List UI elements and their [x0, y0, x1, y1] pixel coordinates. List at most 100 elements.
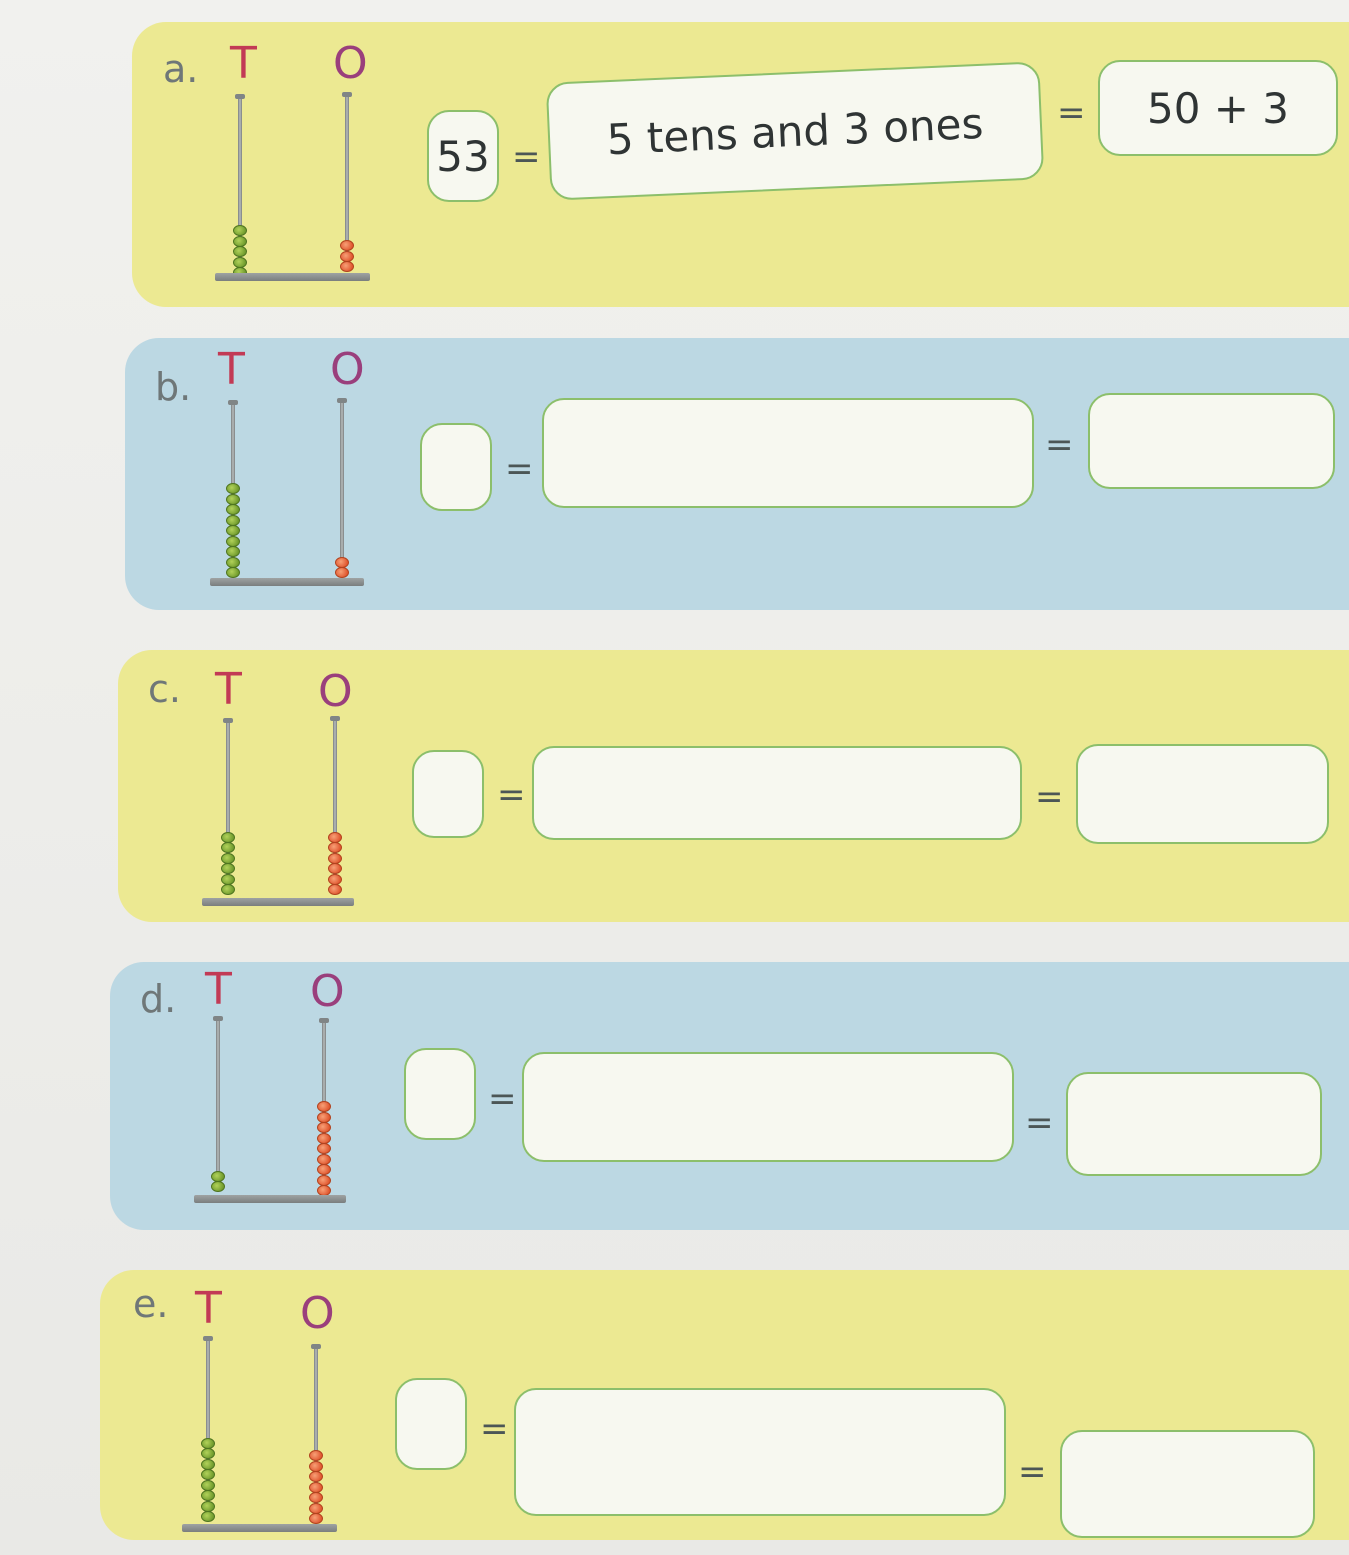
tens-bead — [211, 1170, 225, 1182]
tens-bead — [201, 1437, 215, 1449]
tens-and-ones-answer-box[interactable] — [542, 398, 1034, 508]
tens-rod-cap — [235, 94, 245, 99]
tens-bead — [201, 1469, 215, 1480]
ones-column-header: O — [310, 966, 345, 1017]
tens-and-ones-answer-box[interactable] — [522, 1052, 1014, 1162]
tens-bead — [221, 852, 235, 864]
tens-bead — [226, 525, 240, 536]
ones-bead — [340, 240, 354, 251]
equals-sign: = — [505, 449, 534, 489]
tens-and-ones-answer-box[interactable]: 5 tens and 3 ones — [545, 61, 1045, 201]
ones-rod-cap — [319, 1018, 329, 1023]
ones-bead — [309, 1471, 323, 1482]
abacus-base — [215, 273, 370, 281]
tens-bead — [226, 546, 240, 557]
ones-bead — [317, 1111, 331, 1123]
ones-bead — [317, 1153, 331, 1165]
ones-rod — [333, 718, 337, 895]
ones-bead — [309, 1450, 323, 1461]
ones-bead — [309, 1460, 323, 1472]
tens-bead — [226, 567, 240, 578]
problem-label: c. — [148, 667, 181, 711]
equals-sign: = — [1018, 1452, 1047, 1492]
tens-column-header: T — [230, 38, 257, 89]
tens-rod — [238, 96, 242, 278]
ones-bead — [340, 261, 354, 272]
ones-bead — [309, 1492, 323, 1503]
ones-bead — [317, 1122, 331, 1133]
number-answer-box[interactable] — [420, 423, 492, 511]
ones-bead — [328, 842, 342, 853]
expanded-form-answer-box[interactable] — [1076, 744, 1329, 844]
tens-bead — [233, 225, 247, 236]
ones-column-header: O — [330, 344, 365, 395]
ones-rod — [340, 400, 344, 578]
ones-bead — [328, 873, 342, 885]
equals-sign: = — [1045, 425, 1074, 465]
tens-rod — [216, 1018, 220, 1192]
ones-bead — [317, 1101, 331, 1112]
tens-bead — [226, 556, 240, 568]
number-answer-box[interactable] — [404, 1048, 476, 1140]
tens-rod — [206, 1338, 210, 1522]
equals-sign: = — [1025, 1103, 1054, 1143]
number-answer-box[interactable] — [395, 1378, 467, 1470]
equals-sign: = — [488, 1079, 517, 1119]
expanded-form-answer-box[interactable] — [1066, 1072, 1322, 1176]
abacus-base — [210, 578, 364, 586]
tens-column-header: T — [218, 344, 245, 395]
problem-label: d. — [140, 977, 177, 1021]
tens-and-ones-answer-box[interactable] — [532, 746, 1022, 840]
ones-bead — [309, 1513, 323, 1524]
tens-bead — [201, 1479, 215, 1491]
tens-bead — [226, 504, 240, 515]
ones-bead — [317, 1164, 331, 1175]
ones-bead — [317, 1174, 331, 1186]
ones-column-header: O — [300, 1288, 335, 1339]
ones-rod-cap — [311, 1344, 321, 1349]
tens-bead — [221, 873, 235, 885]
ones-bead — [328, 863, 342, 874]
tens-bead — [211, 1181, 225, 1192]
ones-rod — [314, 1346, 318, 1524]
tens-bead — [201, 1511, 215, 1522]
equals-sign: = — [1057, 93, 1086, 133]
tens-and-ones-answer-box[interactable] — [514, 1388, 1006, 1516]
tens-rod-cap — [228, 400, 238, 405]
tens-bead — [233, 256, 247, 268]
ones-bead — [335, 556, 349, 568]
tens-rod-cap — [223, 718, 233, 723]
tens-bead — [221, 884, 235, 895]
ones-bead — [340, 250, 354, 262]
ones-bead — [335, 567, 349, 578]
ones-column-header: O — [333, 38, 368, 89]
tens-bead — [201, 1490, 215, 1501]
tens-column-header: T — [205, 964, 232, 1015]
ones-rod — [345, 94, 349, 272]
expanded-form-answer-box[interactable]: 50 + 3 — [1098, 60, 1338, 156]
number-answer-box[interactable] — [412, 750, 484, 838]
number-answer-box[interactable]: 53 — [427, 110, 499, 202]
abacus-base — [202, 898, 354, 906]
expanded-form-answer-box[interactable] — [1060, 1430, 1315, 1538]
tens-bead — [201, 1458, 215, 1470]
ones-bead — [328, 852, 342, 864]
ones-bead — [309, 1481, 323, 1493]
problem-label: a. — [163, 47, 199, 91]
equals-sign: = — [480, 1409, 509, 1449]
tens-bead — [221, 831, 235, 843]
tens-bead — [233, 235, 247, 247]
equals-sign: = — [497, 775, 526, 815]
problem-label: e. — [133, 1282, 169, 1326]
tens-bead — [226, 535, 240, 547]
tens-bead — [201, 1500, 215, 1512]
tens-rod-cap — [203, 1336, 213, 1341]
expanded-form-answer-box[interactable] — [1088, 393, 1335, 489]
tens-bead — [233, 246, 247, 257]
equals-sign: = — [512, 137, 541, 177]
ones-bead — [317, 1132, 331, 1144]
ones-rod-cap — [342, 92, 352, 97]
problem-label: b. — [155, 365, 192, 409]
tens-column-header: T — [215, 664, 242, 715]
